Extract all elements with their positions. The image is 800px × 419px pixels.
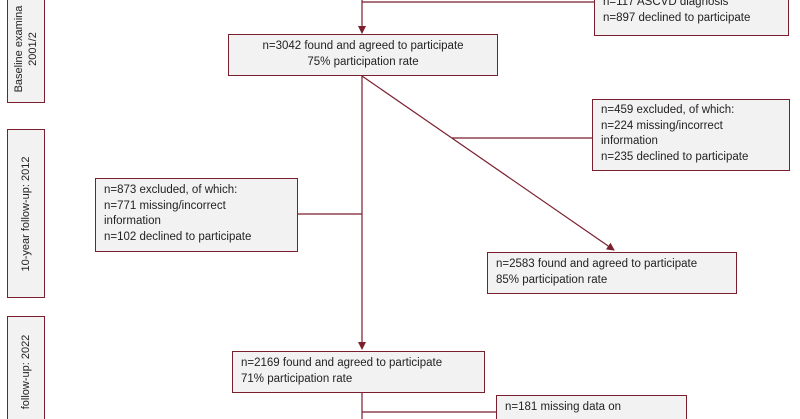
box-baseline-excluded: n=117 ASCVD diagnosis n=897 declined to …: [594, 0, 789, 36]
box-missing-data-line1: n=181 missing data on: [505, 401, 622, 413]
phase-followup-2022: follow-up: 2022: [7, 316, 45, 419]
box-baseline-excluded-line2: n=897 declined to participate: [603, 11, 751, 24]
box-baseline-found-line2: 75% participation rate: [307, 55, 419, 68]
phase-followup-2022-label: follow-up: 2022: [20, 334, 32, 410]
box-excluded-right-line3: information: [601, 135, 658, 147]
box-found-2022-line1: n=2169 found and agreed to participate: [241, 357, 443, 369]
box-excluded-right-line4: n=235 declined to participate: [601, 150, 749, 163]
phase-baseline-line2: 2001/2: [27, 31, 39, 66]
box-excluded-left-line2: n=771 missing/incorrect: [104, 199, 226, 212]
phase-baseline: Baseline examina 2001/2: [7, 0, 45, 103]
box-found-2012-line2: 85% participation rate: [496, 273, 608, 286]
phase-followup-2012-label: 10-year follow-up: 2012: [20, 156, 32, 271]
box-excluded-left: n=873 excluded, of which: n=771 missing/…: [95, 178, 298, 252]
box-found-2012-line1: n=2583 found and agreed to participate: [496, 258, 698, 270]
arrow-baseline-to-2012: [361, 75, 615, 251]
box-missing-data: n=181 missing data on: [496, 395, 687, 419]
phase-followup-2012: 10-year follow-up: 2012: [7, 129, 45, 298]
box-excluded-right-line1: n=459 excluded, of which:: [601, 104, 735, 116]
box-excluded-right-line2: n=224 missing/incorrect: [601, 119, 723, 132]
box-excluded-right: n=459 excluded, of which: n=224 missing/…: [592, 99, 790, 171]
box-baseline-found: n=3042 found and agreed to participate 7…: [228, 34, 498, 76]
phase-baseline-line1: Baseline examina: [13, 5, 25, 92]
box-found-2022-line2: 71% participation rate: [241, 372, 353, 385]
box-found-2022: n=2169 found and agreed to participate 7…: [232, 351, 485, 393]
box-excluded-left-line4: n=102 declined to participate: [104, 230, 252, 243]
box-baseline-excluded-line1: n=117 ASCVD diagnosis: [603, 0, 729, 8]
box-baseline-found-line1: n=3042 found and agreed to participate: [262, 40, 464, 52]
box-excluded-left-line1: n=873 excluded, of which:: [104, 184, 238, 196]
box-excluded-left-line3: information: [104, 215, 161, 227]
box-found-2012: n=2583 found and agreed to participate 8…: [487, 252, 737, 294]
